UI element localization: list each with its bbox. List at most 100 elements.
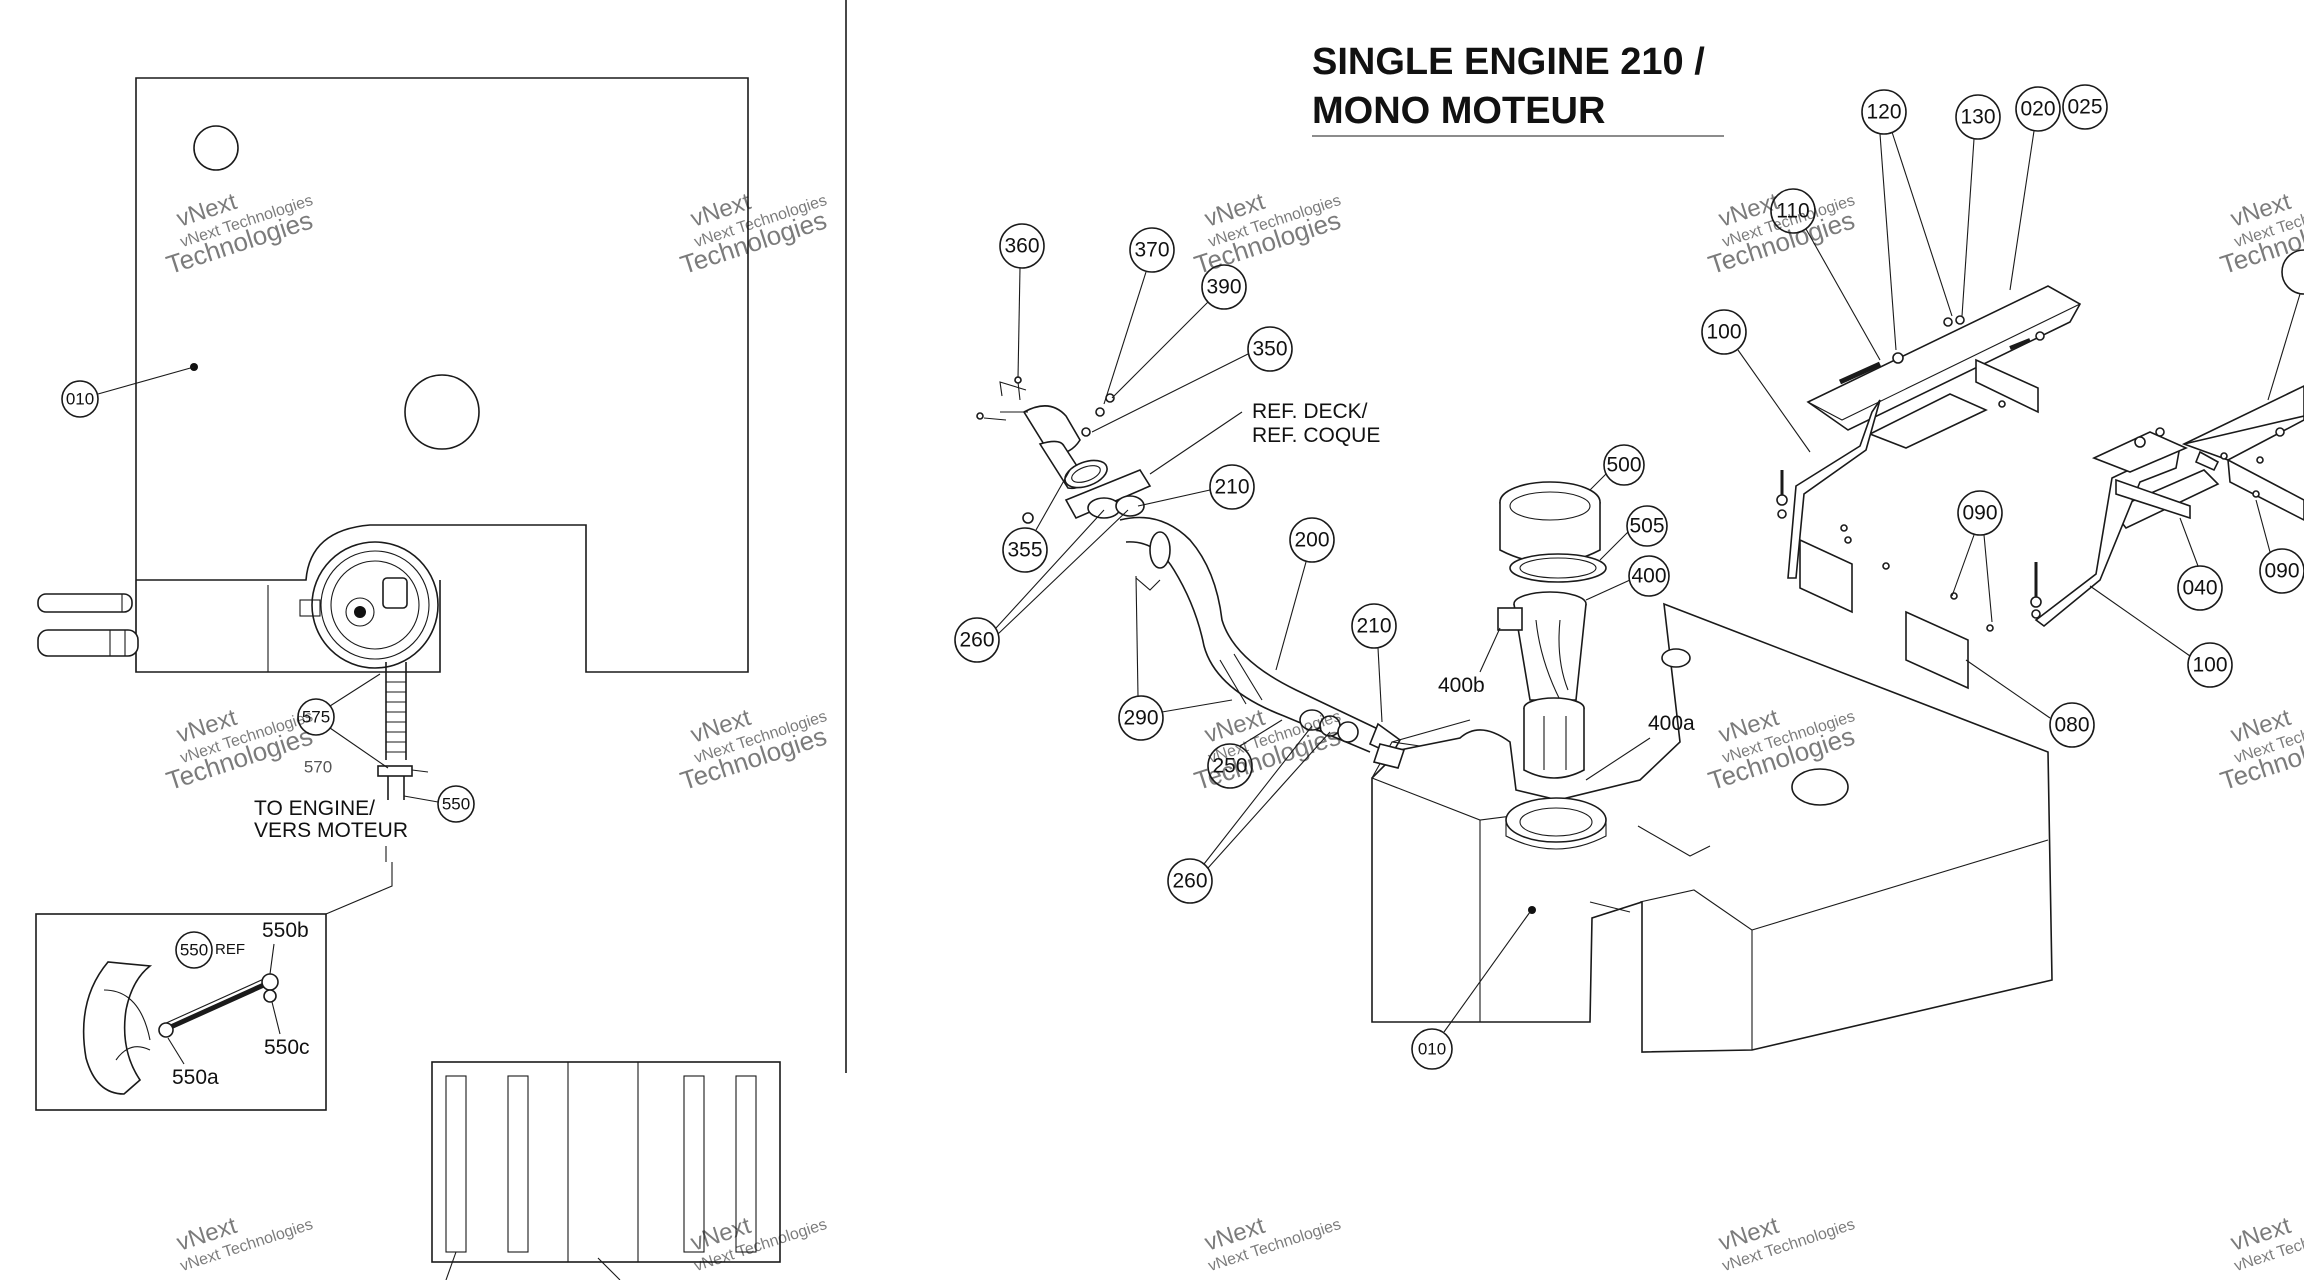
vent-hole bbox=[193, 125, 239, 171]
leader-010-right bbox=[1443, 911, 1531, 1033]
callout-label: 575 bbox=[302, 708, 330, 727]
callout-200[interactable]: 200 bbox=[1289, 517, 1335, 563]
leader-290-a bbox=[1135, 575, 1139, 697]
leader-210-b bbox=[1377, 647, 1383, 723]
callout-label: 500 bbox=[1606, 454, 1641, 477]
callout-label: 260 bbox=[1172, 870, 1207, 893]
callout-390[interactable]: 390 bbox=[1201, 264, 1247, 310]
callout-label: 010 bbox=[66, 390, 94, 409]
leader-575 bbox=[329, 673, 381, 707]
callout-355[interactable]: 355 bbox=[1002, 527, 1048, 573]
callout-090-b[interactable]: 090 bbox=[2259, 548, 2304, 594]
callout-label: 120 bbox=[1866, 101, 1901, 124]
watermark: vNext vNext Technologies Technologies bbox=[163, 188, 317, 280]
callout-400b[interactable]: 400b bbox=[1438, 674, 1485, 697]
callout-label: 080 bbox=[2054, 714, 2089, 737]
watermark: vNext vNext Technologies bbox=[2227, 1212, 2304, 1275]
callout-370[interactable]: 370 bbox=[1129, 227, 1175, 273]
callout-250[interactable]: 250 bbox=[1207, 743, 1253, 789]
leader-350 bbox=[1091, 353, 1249, 433]
callout-575[interactable]: 575 bbox=[297, 698, 335, 736]
callout-label: 100 bbox=[2192, 654, 2227, 677]
leader-120-b bbox=[1891, 131, 1953, 317]
callout-label: 370 bbox=[1134, 239, 1169, 262]
callout-label: 210 bbox=[1214, 476, 1249, 499]
callout-label: 260 bbox=[959, 629, 994, 652]
title-block: SINGLE ENGINE 210 / MONO MOTEUR bbox=[1312, 41, 1724, 137]
watermark: vNext vNext Technologies bbox=[1201, 1212, 1343, 1275]
callout-400a[interactable]: 400a bbox=[1648, 712, 1695, 735]
callout-010-left[interactable]: 010 bbox=[61, 380, 99, 418]
leader-550b bbox=[269, 943, 275, 975]
leader-575b bbox=[329, 727, 389, 769]
callout-260-b[interactable]: 260 bbox=[1167, 858, 1213, 904]
leader-260-a2 bbox=[997, 509, 1129, 635]
callout-label: 025 bbox=[2067, 96, 2102, 119]
filler-hole bbox=[404, 374, 480, 450]
callout-210-b[interactable]: 210 bbox=[1351, 603, 1397, 649]
callout-label: 020 bbox=[2020, 98, 2055, 121]
callout-090-a[interactable]: 090 bbox=[1957, 490, 2003, 536]
callout-label: 355 bbox=[1007, 539, 1042, 562]
callout-label: 550 bbox=[180, 941, 208, 960]
callout-505[interactable]: 505 bbox=[1626, 505, 1668, 547]
leader-090-a2 bbox=[1983, 534, 1993, 623]
callout-110[interactable]: 110 bbox=[1770, 188, 1816, 234]
fuel-pump-assembly bbox=[1497, 481, 1607, 850]
callout-010-right[interactable]: 010 bbox=[1411, 1028, 1453, 1070]
note-ref-deck: REF. DECK/ bbox=[1252, 400, 1368, 423]
callout-100-b[interactable]: 100 bbox=[2187, 642, 2233, 688]
callout-label: 010 bbox=[1418, 1040, 1446, 1059]
callout-360[interactable]: 360 bbox=[999, 223, 1045, 269]
callout-label: 210 bbox=[1356, 615, 1391, 638]
leader-090-a1 bbox=[1951, 534, 1975, 597]
callout-100-a[interactable]: 100 bbox=[1701, 309, 1747, 355]
callout-080[interactable]: 080 bbox=[2049, 702, 2095, 748]
callout-210-a[interactable]: 210 bbox=[1209, 464, 1255, 510]
leader-260-b2 bbox=[1207, 731, 1331, 869]
leader-to-detail bbox=[325, 846, 393, 915]
leader-ref-deck bbox=[1149, 411, 1243, 475]
watermark: vNext vNext Technologies Technologies bbox=[1705, 188, 1859, 280]
callout-025[interactable]: 025 bbox=[2062, 84, 2108, 130]
leader-400b bbox=[1479, 627, 1501, 673]
callout-label: 550 bbox=[442, 795, 470, 814]
left-panel: 010 575 570 550 TO ENGINE/ VERS MOTEUR bbox=[35, 0, 847, 1280]
callout-550a[interactable]: 550a bbox=[172, 1066, 219, 1089]
callout-260-a[interactable]: 260 bbox=[954, 617, 1000, 663]
watermark: vNext vNext Technologies Technologies bbox=[677, 188, 831, 280]
leader-210-a bbox=[1137, 489, 1211, 507]
leader-360 bbox=[1017, 267, 1021, 379]
bracket-assembly-upper bbox=[1776, 285, 2082, 614]
callouts-right: 360 370 390 350 REF. DECK/ REF. COQUE 21… bbox=[954, 84, 2304, 1070]
callout-290[interactable]: 290 bbox=[1118, 695, 1164, 741]
callout-550-detail[interactable]: 550 bbox=[175, 931, 213, 969]
callout-350[interactable]: 350 bbox=[1247, 326, 1293, 372]
callout-label: 400 bbox=[1631, 565, 1666, 588]
callout-020[interactable]: 020 bbox=[2015, 86, 2061, 132]
callout-570[interactable]: 570 bbox=[302, 750, 334, 782]
callout-550b[interactable]: 550b bbox=[262, 919, 309, 942]
callout-040[interactable]: 040 bbox=[2177, 565, 2223, 611]
callout-label: 290 bbox=[1123, 707, 1158, 730]
note-ref-coque: REF. COQUE bbox=[1252, 424, 1380, 447]
callout-130[interactable]: 130 bbox=[1955, 94, 2001, 140]
leader-290-b bbox=[1161, 699, 1233, 713]
callout-400[interactable]: 400 bbox=[1628, 555, 1670, 597]
callout-550c[interactable]: 550c bbox=[264, 1036, 310, 1059]
leader-080 bbox=[1965, 659, 2051, 719]
note-ref: REF bbox=[215, 941, 245, 958]
leader-260-b1 bbox=[1203, 725, 1313, 865]
title-line-2: MONO MOTEUR bbox=[1312, 90, 1605, 132]
callout-label: 130 bbox=[1960, 106, 1995, 129]
watermark: vNext vNext Technologies Technologies bbox=[1191, 704, 1345, 796]
callout-label: 360 bbox=[1004, 235, 1039, 258]
callout-120[interactable]: 120 bbox=[1861, 89, 1907, 135]
tank-lower-edge bbox=[135, 580, 306, 673]
watermark: vNext vNext Technologies bbox=[1715, 1212, 1857, 1275]
watermark: vNext vNext Technologies Technologies bbox=[677, 704, 831, 796]
callout-500[interactable]: 500 bbox=[1603, 444, 1645, 486]
bracket-assembly-lower bbox=[1905, 385, 2304, 690]
callout-label: 090 bbox=[1962, 502, 1997, 525]
callout-550[interactable]: 550 bbox=[437, 785, 475, 823]
